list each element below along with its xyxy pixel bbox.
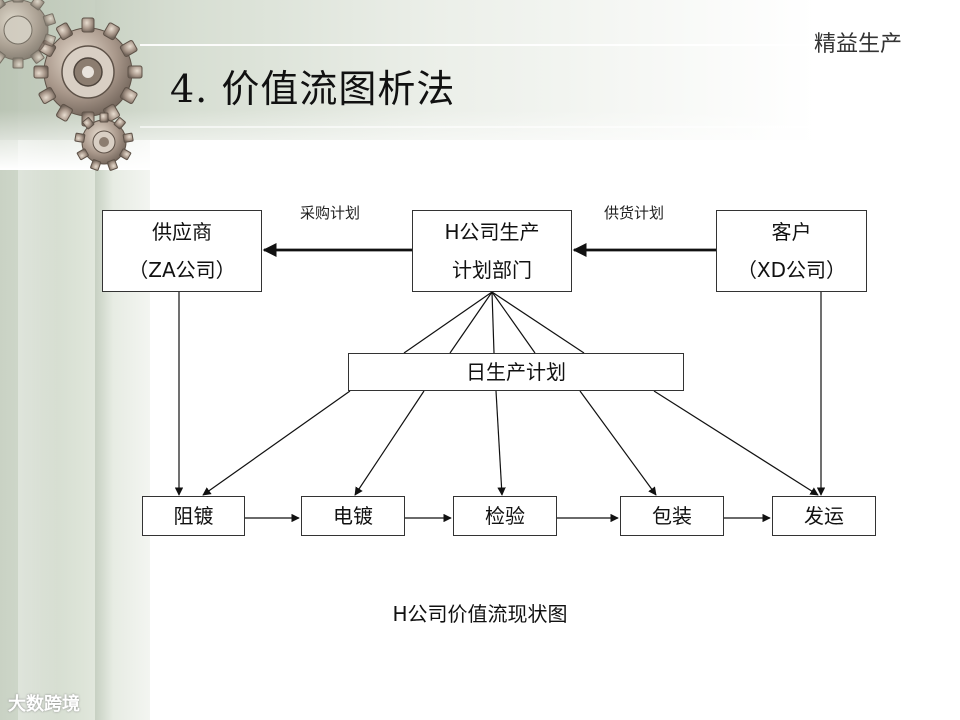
planning-department: 计划部门 [452,251,532,289]
supplier-company: （ZA公司） [128,251,235,289]
supplier-name: 供应商 [152,213,212,251]
purchase-plan-label: 采购计划 [300,202,360,223]
schedule-arrow [580,391,656,495]
process-step-box: 包装 [620,496,724,536]
process-step-label: 包装 [652,506,692,526]
plan-fan-line [404,292,492,353]
daily-plan-label: 日生产计划 [466,362,566,382]
daily-plan-box: 日生产计划 [348,353,684,391]
process-step-label: 发运 [804,506,844,526]
process-step-label: 阻镀 [174,506,214,526]
watermark: 大数跨境 [8,690,80,716]
plan-fan-line [492,292,584,353]
plan-fan-line [450,292,492,353]
supplier-box: 供应商 （ZA公司） [102,210,262,292]
process-step-label: 检验 [485,506,525,526]
process-step-box: 检验 [453,496,557,536]
schedule-arrow [654,391,818,495]
plan-fan-line [492,292,494,353]
process-step-box: 电镀 [301,496,405,536]
planning-name: H公司生产 [444,213,539,251]
planning-box: H公司生产 计划部门 [412,210,572,292]
schedule-arrow [496,391,502,495]
schedule-arrow [203,391,350,495]
customer-box: 客户 （XD公司） [716,210,867,292]
schedule-arrow [355,391,424,495]
process-step-box: 阻镀 [142,496,245,536]
plan-fan-line [492,292,535,353]
customer-name: 客户 [772,213,812,251]
customer-company: （XD公司） [737,251,846,289]
process-step-label: 电镀 [333,506,373,526]
diagram-caption: H公司价值流现状图 [0,598,960,627]
supply-plan-label: 供货计划 [604,202,664,223]
process-step-box: 发运 [772,496,876,536]
